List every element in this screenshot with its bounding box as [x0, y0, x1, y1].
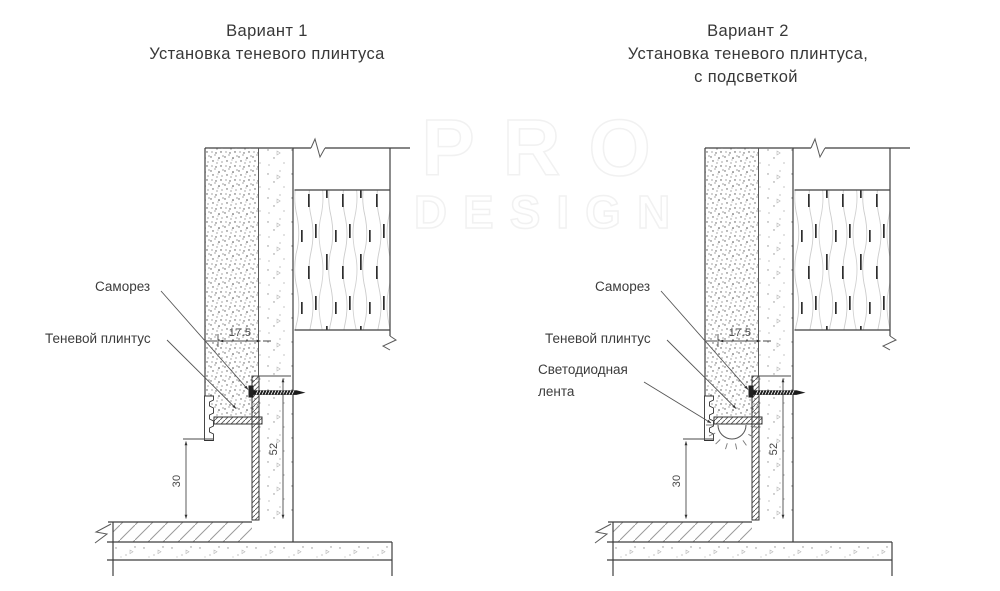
- watermark-line2: DESIGN: [413, 186, 687, 238]
- variant1-dim-17-5: 17.5: [229, 327, 252, 339]
- variant1-dim-30: 30: [171, 475, 183, 488]
- variant2-title-line3: с подсветкой: [694, 68, 798, 86]
- variant2-drawing: Вариант 2 Установка теневого плинтуса, с…: [538, 22, 910, 576]
- variant2-label-skirting: Теневой плинтус: [545, 331, 651, 346]
- led-leader: [643, 381, 712, 424]
- variant1-title-line1: Вариант 1: [226, 22, 308, 40]
- variant2-dim-30: 30: [671, 475, 683, 488]
- variant2-dim-52: 52: [768, 443, 780, 456]
- variant2-label-screw: Саморез: [595, 279, 650, 294]
- variant1-label-skirting: Теневой плинтус: [45, 331, 151, 346]
- watermark: PRO DESIGN: [400, 103, 700, 238]
- variant1-label-screw: Саморез: [95, 279, 150, 294]
- variant2-title-line2: Установка теневого плинтуса,: [628, 45, 869, 63]
- variant1-drawing: Вариант 1 Установка теневого плинтуса Са…: [45, 22, 410, 576]
- variant2-label-led-line2: лента: [538, 384, 575, 399]
- led-light-graphic: [706, 424, 757, 450]
- variant2-label-led-line1: Светодиодная: [538, 362, 628, 377]
- variant2-dim-17-5: 17.5: [729, 327, 752, 339]
- variant1-title-line2: Установка теневого плинтуса: [149, 45, 385, 63]
- variant1-dim-52: 52: [268, 443, 280, 456]
- variant2-title-line1: Вариант 2: [707, 22, 789, 40]
- watermark-line1: PRO: [421, 103, 679, 192]
